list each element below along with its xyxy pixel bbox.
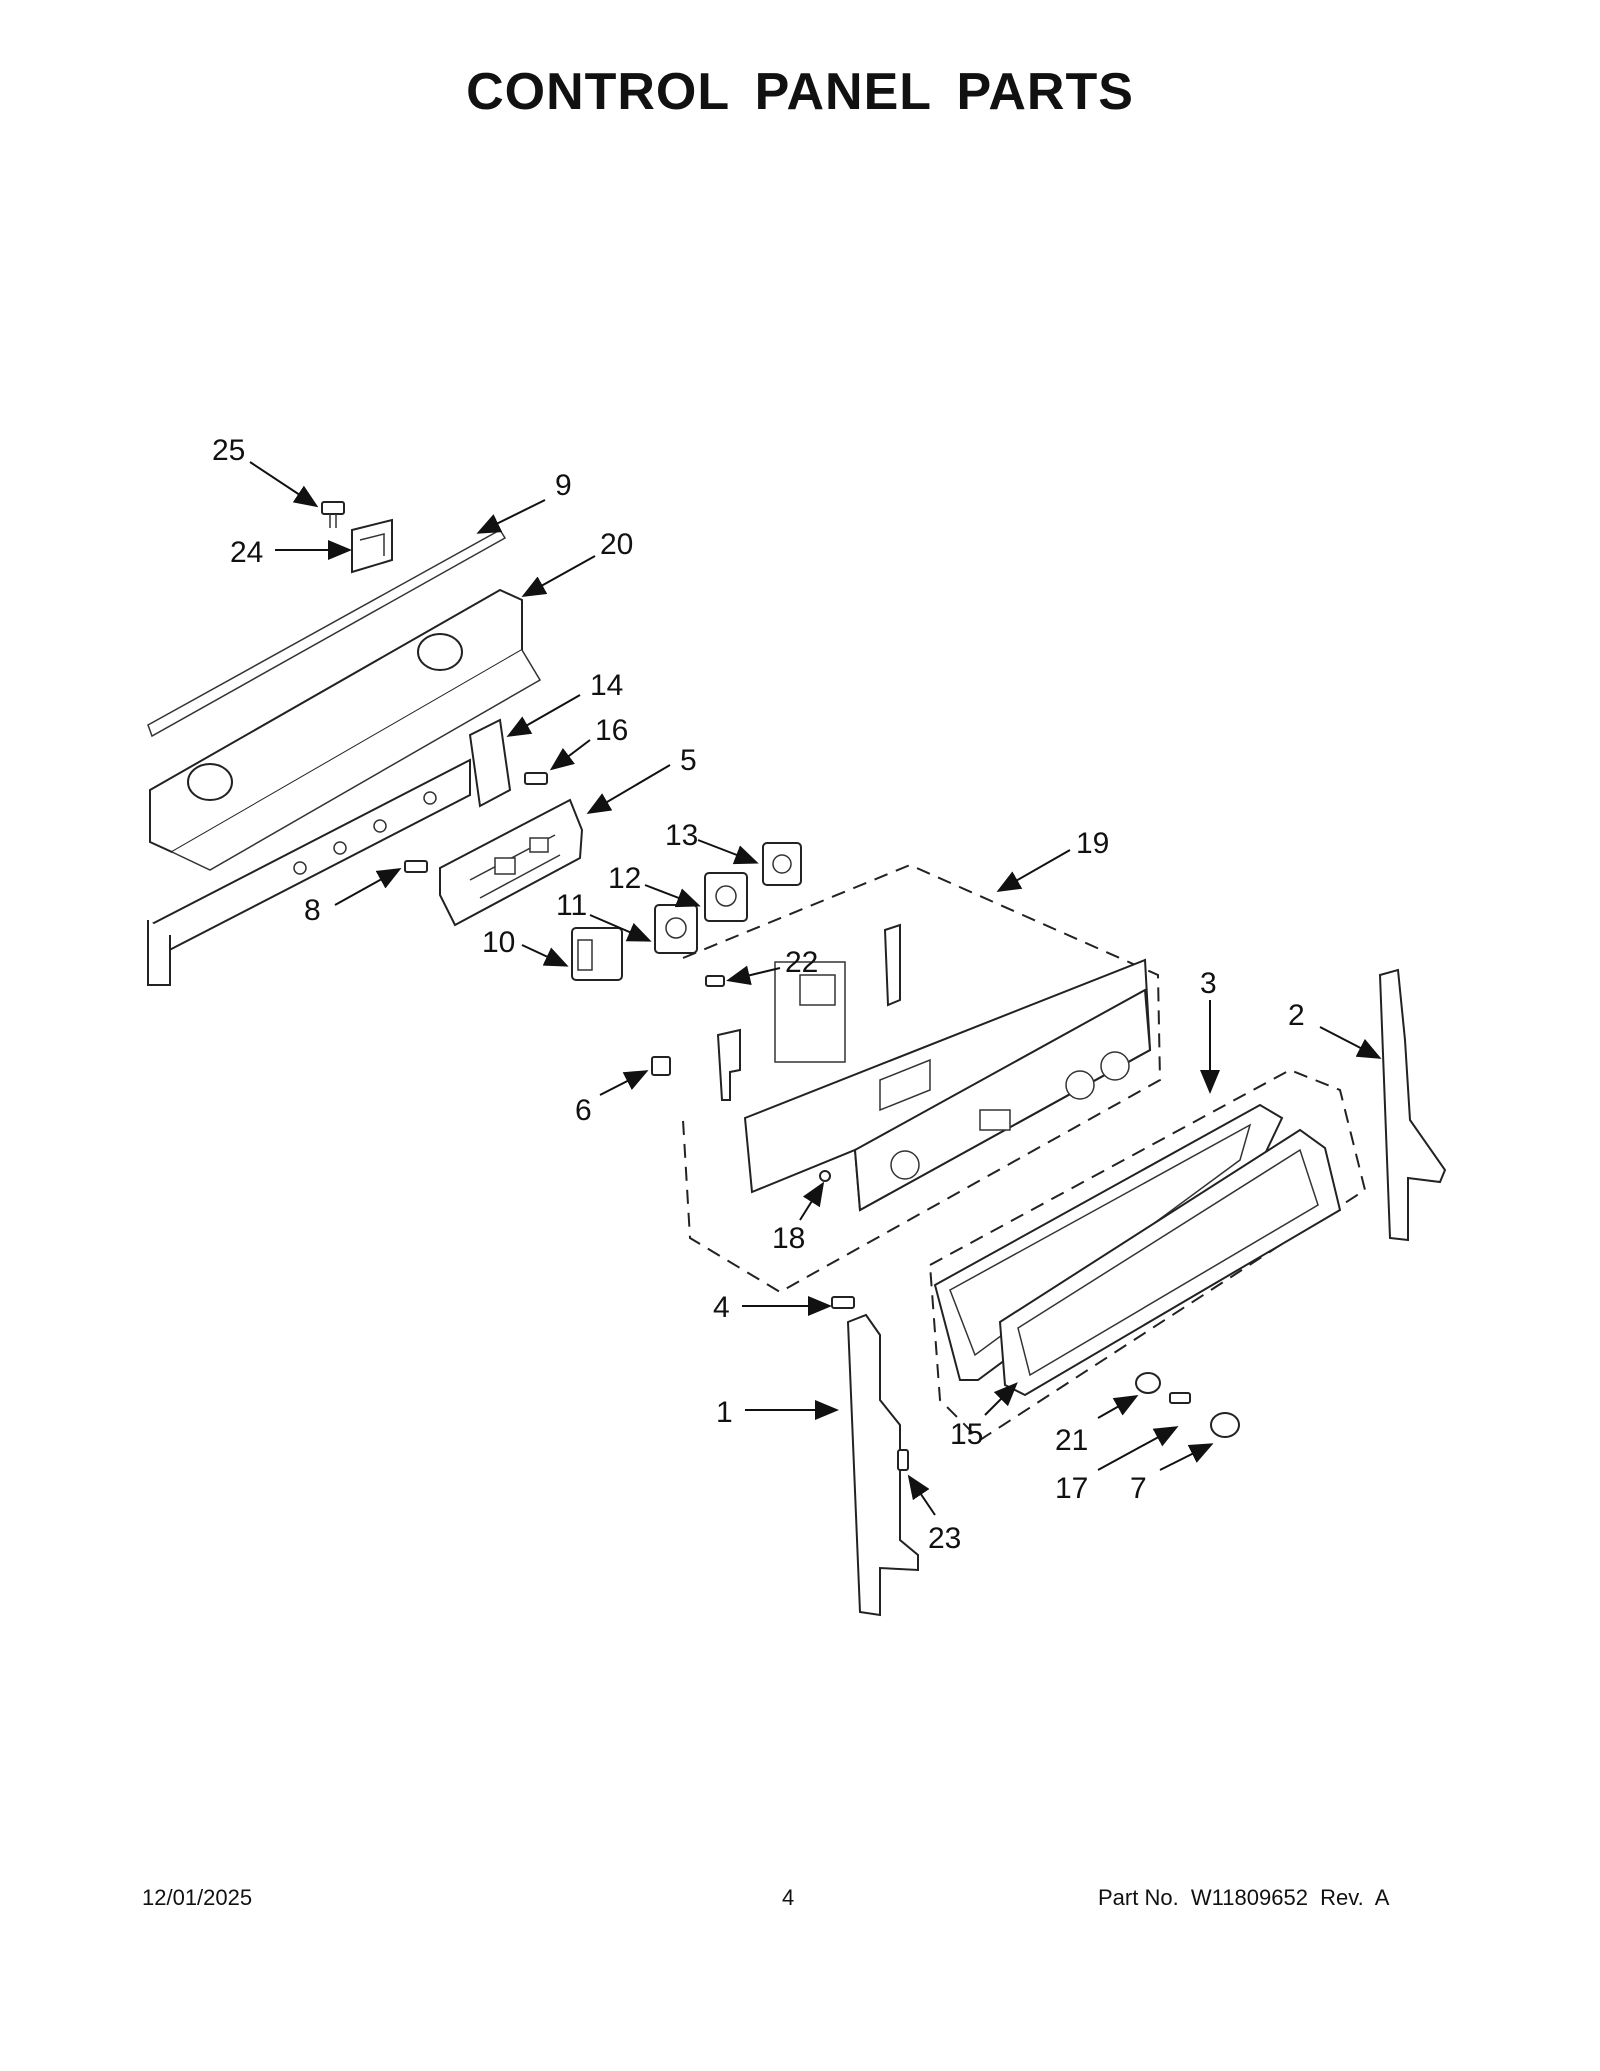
page-title: CONTROL PANEL PARTS <box>466 63 1134 121</box>
leader-9 <box>476 499 546 534</box>
callout-23: 23 <box>928 1522 961 1555</box>
leader-15 <box>984 1382 1018 1416</box>
leader-7 <box>1159 1443 1214 1471</box>
part-23-screw <box>897 1449 909 1471</box>
callout-14: 14 <box>590 669 623 702</box>
callout-13: 13 <box>665 819 698 852</box>
callout-16: 16 <box>595 714 628 747</box>
part-7-knob <box>1210 1412 1240 1438</box>
leader-5 <box>586 764 671 815</box>
part-13-switch <box>762 842 802 886</box>
leader-20 <box>521 555 596 597</box>
callout-labels: 25 9 24 20 14 16 5 8 13 12 11 10 19 22 6… <box>212 434 1305 1555</box>
callout-10: 10 <box>482 926 515 959</box>
callout-15: 15 <box>950 1418 983 1451</box>
part-1-side-bracket <box>846 1313 919 1617</box>
callout-20: 20 <box>600 528 633 561</box>
callout-24: 24 <box>230 536 263 569</box>
callout-6: 6 <box>575 1094 592 1127</box>
lower-rear-trim <box>147 758 471 986</box>
part-5-control-board <box>439 798 584 927</box>
part-14-bracket <box>468 718 512 808</box>
part-16-screw <box>524 772 548 785</box>
part-20-rear-panel <box>149 588 542 871</box>
part-22-screw <box>705 975 725 987</box>
leader-14 <box>506 694 581 737</box>
part-11-switch <box>654 904 698 954</box>
footer-part-number: Part No. W11809652 Rev. A <box>1098 1885 1390 1910</box>
leader-12 <box>644 884 701 908</box>
callout-22: 22 <box>785 946 818 979</box>
part-10-switch <box>571 927 623 981</box>
leader-22 <box>726 965 781 986</box>
leader-17 <box>1097 1426 1179 1471</box>
console-panel <box>743 958 1152 1212</box>
callout-12: 12 <box>608 862 641 895</box>
leader-13 <box>697 839 759 865</box>
footer-date: 12/01/2025 <box>142 1885 253 1910</box>
callout-3: 3 <box>1200 967 1217 1000</box>
leader-16 <box>549 739 591 771</box>
part-4-screw <box>831 1296 855 1309</box>
leader-2 <box>1319 1026 1382 1059</box>
callout-8: 8 <box>304 894 321 927</box>
leader-23 <box>907 1474 936 1516</box>
console-bracket-top <box>883 923 901 1007</box>
callout-4: 4 <box>713 1291 730 1324</box>
leader-19 <box>996 849 1071 892</box>
callout-21: 21 <box>1055 1424 1088 1457</box>
part-18-screw <box>819 1170 831 1182</box>
callout-11: 11 <box>556 889 587 922</box>
callout-2: 2 <box>1288 999 1305 1032</box>
leader-10 <box>521 944 569 967</box>
leader-11 <box>589 914 652 942</box>
callout-7: 7 <box>1130 1472 1147 1505</box>
part-25-screw <box>321 501 345 528</box>
part-12-switch <box>704 872 748 922</box>
leader-25 <box>249 461 319 508</box>
part-19-console-outline <box>682 863 1162 1294</box>
callout-5: 5 <box>680 744 697 777</box>
part-17-shaft <box>1169 1392 1191 1404</box>
part-2-side-bracket <box>1378 968 1447 1242</box>
part-3-outline <box>928 1068 1367 1442</box>
leader-21 <box>1097 1395 1139 1419</box>
footer-page-number: 4 <box>782 1885 795 1910</box>
leader-8 <box>334 868 402 906</box>
part-8-screw <box>404 860 428 873</box>
callout-1: 1 <box>716 1396 733 1429</box>
leader-6 <box>599 1070 649 1096</box>
callout-17: 17 <box>1055 1472 1088 1505</box>
part-6-lamp <box>651 1056 671 1076</box>
part-21-bezel <box>1135 1372 1161 1394</box>
part-9-strip <box>147 528 507 738</box>
callout-25: 25 <box>212 434 245 467</box>
part-24-bracket <box>351 518 393 574</box>
leader-18 <box>799 1181 825 1221</box>
leader-arrows <box>249 461 1382 1516</box>
console-bracket-left <box>716 1028 741 1101</box>
callout-9: 9 <box>555 469 572 502</box>
callout-19: 19 <box>1076 827 1109 860</box>
callout-18: 18 <box>772 1222 805 1255</box>
